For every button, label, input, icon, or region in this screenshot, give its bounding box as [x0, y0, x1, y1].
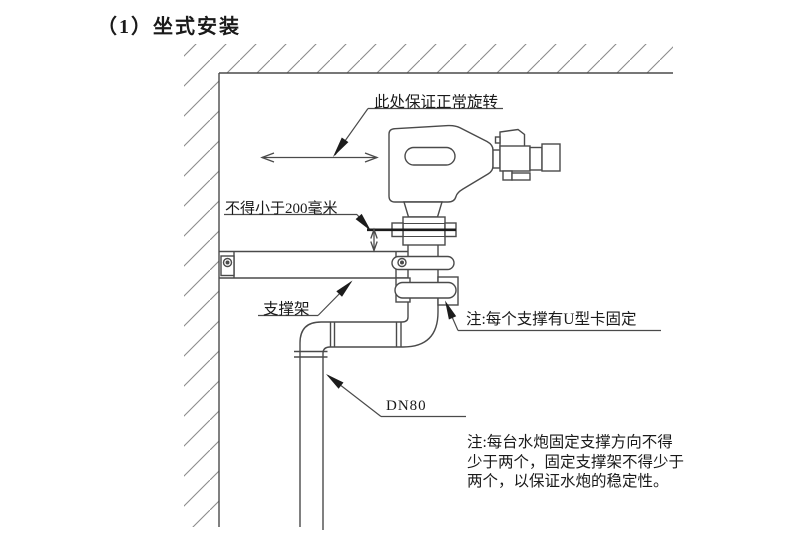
nozzle-tab: [502, 170, 513, 181]
bracket-label: 支撑架: [263, 301, 310, 318]
rotation-label: 此处保证正常旋转: [373, 94, 498, 111]
u-clamp: [394, 276, 459, 306]
pipe-size-label: DN80: [386, 398, 427, 414]
nozzle-latch: [494, 136, 501, 144]
stability-note-line: 注:每台水炮固定支撑方向不得: [467, 434, 673, 451]
arrowhead-left: [260, 152, 275, 163]
stability-note-line: 两个，以保证水炮的稳定性。: [467, 473, 669, 490]
bracket-pipe-clamp: [391, 255, 455, 271]
stability-note-line: 少于两个，固定支撑架不得少于: [467, 453, 685, 471]
page-title: （1）坐式安装: [97, 16, 241, 38]
arrowhead-down: [370, 241, 378, 253]
uclamp-leader-arrow: [445, 300, 457, 320]
bracket-leader-arrow: [336, 280, 353, 297]
cannon-slot: [404, 146, 456, 166]
cannon-neck: [403, 201, 443, 218]
leader-lines: [224, 107, 661, 418]
bracket-bolt-center: [400, 260, 405, 265]
ceiling-hatch: [219, 44, 673, 73]
bracket-bolt-center: [225, 260, 230, 265]
u-clamp-band: [394, 281, 457, 299]
uclamp-note-label: 注:每个支撑有U型卡固定: [466, 311, 637, 328]
stability-note: 注:每台水炮固定支撑方向不得 少于两个，固定支撑架不得少于 两个，以保证水炮的稳…: [467, 433, 717, 492]
arrowhead-right: [364, 152, 379, 163]
dimension-arrows: [260, 152, 379, 253]
support-bracket: [219, 250, 455, 279]
nozzle-cylinder: [529, 146, 543, 171]
dn80-leader-arrow: [326, 374, 344, 389]
nozzle-tab: [511, 172, 531, 181]
nozzle-valve-block: [499, 145, 531, 172]
nozzle-cylinder: [541, 143, 561, 172]
water-cannon: [388, 124, 561, 203]
nozzle-stub: [492, 149, 501, 169]
nozzle-upper-block: [499, 128, 526, 149]
rotation-leader-arrow: [333, 137, 349, 157]
pipes: [294, 245, 439, 530]
pipe-inner-edge: [299, 245, 409, 527]
wall-hatch: [184, 44, 219, 527]
flange-connection: [367, 201, 457, 246]
min-distance-leader-arrow: [355, 213, 371, 231]
wall-section: [184, 44, 673, 527]
arrowhead-up: [370, 227, 378, 239]
min-distance-label: 不得小于200毫米: [225, 201, 338, 217]
